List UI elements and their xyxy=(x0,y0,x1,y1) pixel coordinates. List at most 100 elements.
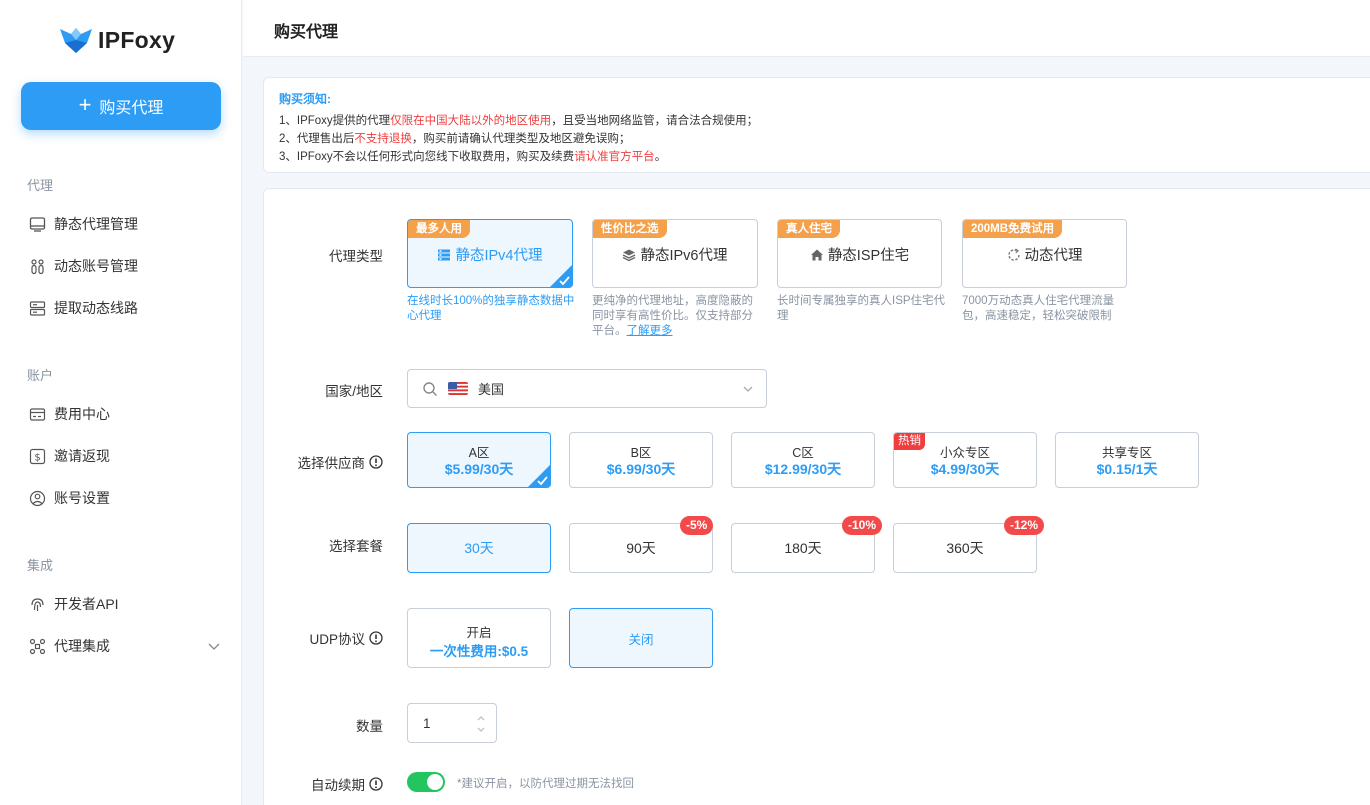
plan-label: 选择套餐 xyxy=(329,535,383,555)
type-tag: 性价比之选 xyxy=(593,220,667,238)
info-icon[interactable] xyxy=(369,631,383,645)
discount-badge: -10% xyxy=(842,516,883,535)
sidebar-item-proxy-integration[interactable]: 代理集成 xyxy=(29,636,229,656)
supplier-price: $5.99/30天 xyxy=(444,461,514,477)
type-desc-text: 更纯净的代理地址，高度隐蔽的同时享有高性价比。仅支持部分平台。 xyxy=(592,295,753,337)
label-text: 选择套餐 xyxy=(329,539,383,554)
stepper-arrows-icon[interactable] xyxy=(476,712,486,736)
notice-text: 1、IPFoxy提供的代理 xyxy=(279,115,391,127)
supplier-option-shared[interactable]: 共享专区 $0.15/1天 xyxy=(1055,432,1199,488)
auto-renew-toggle[interactable] xyxy=(407,772,445,792)
sidebar-item-label: 提取动态线路 xyxy=(54,300,138,316)
quantity-label: 数量 xyxy=(356,715,383,735)
sidebar-item-label: 费用中心 xyxy=(54,406,110,422)
sidebar-item-label: 动态账号管理 xyxy=(54,258,138,274)
page-title: 购买代理 xyxy=(274,24,339,41)
supplier-name: 小众专区 xyxy=(939,446,990,460)
supplier-option-a[interactable]: A区 $5.99/30天 xyxy=(407,432,551,488)
plan-label-text: 180天 xyxy=(784,540,822,556)
hot-badge: 热销 xyxy=(894,433,925,450)
notice-highlight: 仅限在中国大陆以外的地区使用 xyxy=(390,115,552,127)
supplier-name: C区 xyxy=(792,446,814,460)
home-icon xyxy=(810,249,823,260)
type-name-text: 静态IPv4代理 xyxy=(455,248,543,264)
type-option-dynamic[interactable]: 200MB免费试用 动态代理 xyxy=(962,219,1127,288)
sidebar-item-label: 代理集成 xyxy=(54,638,110,654)
sidebar-item-static-proxy[interactable]: 静态代理管理 xyxy=(29,214,229,234)
logo[interactable]: IPFoxy xyxy=(58,26,175,54)
udp-fee: 一次性费用:$0.5 xyxy=(429,644,529,659)
quantity-stepper[interactable]: 1 xyxy=(407,703,497,743)
notice-text: ，购买前请确认代理类型及地区避免误购； xyxy=(411,133,631,145)
sidebar-item-billing[interactable]: 费用中心 xyxy=(29,404,229,424)
notice-text: ，且受当地网络监管，请合法合规使用； xyxy=(551,115,759,127)
check-corner-icon xyxy=(528,465,550,487)
toggle-knob xyxy=(427,774,443,790)
type-name: 静态IPv6代理 xyxy=(593,244,757,265)
info-icon[interactable] xyxy=(369,777,383,791)
udp-off-label: 关闭 xyxy=(628,632,654,647)
sidebar-item-extract-lines[interactable]: 提取动态线路 xyxy=(29,298,229,318)
svg-text:$: $ xyxy=(34,452,40,463)
notice-highlight: 请认准官方平台 xyxy=(574,151,655,163)
country-select[interactable]: 美国 xyxy=(407,369,767,408)
supplier-option-c[interactable]: C区 $12.99/30天 xyxy=(731,432,875,488)
layers-icon xyxy=(623,249,636,261)
auto-renew-hint: *建议开启，以防代理过期无法找回 xyxy=(457,778,634,790)
udp-off-option[interactable]: 关闭 xyxy=(569,608,713,668)
supplier-price: $6.99/30天 xyxy=(606,461,676,477)
purchase-form-card xyxy=(263,188,1370,805)
notice-highlight: 不支持退换 xyxy=(354,133,412,145)
supplier-name: B区 xyxy=(630,446,652,460)
discount-badge: -5% xyxy=(680,516,714,535)
server-icon xyxy=(438,249,451,260)
plan-option-30[interactable]: 30天 xyxy=(407,523,551,573)
country-value: 美国 xyxy=(478,382,505,397)
notice-title: 购买须知: xyxy=(279,92,331,106)
top-header: 购买代理 xyxy=(243,0,1370,57)
type-name: 动态代理 xyxy=(963,244,1126,265)
info-icon[interactable] xyxy=(369,455,383,469)
monitor-icon xyxy=(29,216,46,232)
supplier-option-niche[interactable]: 热销 小众专区 $4.99/30天 xyxy=(893,432,1037,488)
nav-section-proxy: 代理 xyxy=(27,178,54,193)
quantity-value: 1 xyxy=(423,716,431,731)
notice-text: 2、代理售出后 xyxy=(279,133,355,145)
buy-proxy-button[interactable]: + 购买代理 xyxy=(21,82,221,130)
chevron-down-icon xyxy=(743,386,753,392)
type-tag: 真人住宅 xyxy=(778,220,840,238)
refresh-icon xyxy=(1007,247,1020,261)
plan-label-text: 90天 xyxy=(626,540,656,556)
label-text: 选择供应商 xyxy=(297,456,366,471)
chevron-down-icon[interactable] xyxy=(207,639,221,653)
auto-renew-label: 自动续期 xyxy=(311,774,383,794)
type-option-ipv4[interactable]: 最多人用 静态IPv4代理 xyxy=(407,219,573,288)
type-name-text: 静态ISP住宅 xyxy=(827,248,910,264)
supplier-price: $12.99/30天 xyxy=(764,461,842,477)
udp-label: UDP协议 xyxy=(309,628,383,648)
supplier-label: 选择供应商 xyxy=(298,452,384,472)
type-desc-isp: 长时间专属独享的真人ISP住宅代理 xyxy=(777,295,946,322)
type-name: 静态ISP住宅 xyxy=(778,244,941,265)
buy-proxy-label: 购买代理 xyxy=(99,100,164,117)
sidebar: IPFoxy + 购买代理 代理 静态代理管理 动态账号管理 提取动态线路 账户… xyxy=(0,0,242,805)
us-flag-icon xyxy=(448,382,468,395)
type-tag: 200MB免费试用 xyxy=(963,220,1063,238)
sidebar-item-account-settings[interactable]: 账号设置 xyxy=(29,488,229,508)
learn-more-link[interactable]: 了解更多 xyxy=(626,325,673,337)
sidebar-item-dynamic-account[interactable]: 动态账号管理 xyxy=(29,256,229,276)
type-option-ipv6[interactable]: 性价比之选 静态IPv6代理 xyxy=(592,219,758,288)
udp-on-option[interactable]: 开启 一次性费用:$0.5 xyxy=(407,608,551,668)
sidebar-item-label: 静态代理管理 xyxy=(54,216,138,232)
udp-on-label: 开启 xyxy=(466,626,492,640)
notice-line-3: 3、IPFoxy不会以任何形式向您线下收取费用，购买及续费请认准官方平台。 xyxy=(279,148,666,164)
sidebar-item-referral[interactable]: $ 邀请返现 xyxy=(29,446,229,466)
type-name-text: 静态IPv6代理 xyxy=(640,248,728,264)
supplier-option-b[interactable]: B区 $6.99/30天 xyxy=(569,432,713,488)
supplier-name: 共享专区 xyxy=(1101,446,1152,460)
sidebar-item-developer-api[interactable]: 开发者API xyxy=(29,594,229,614)
type-option-isp[interactable]: 真人住宅 静态ISP住宅 xyxy=(777,219,942,288)
sidebar-item-label: 邀请返现 xyxy=(54,448,110,464)
users-icon xyxy=(31,258,44,274)
sidebar-item-label: 账号设置 xyxy=(54,490,110,506)
